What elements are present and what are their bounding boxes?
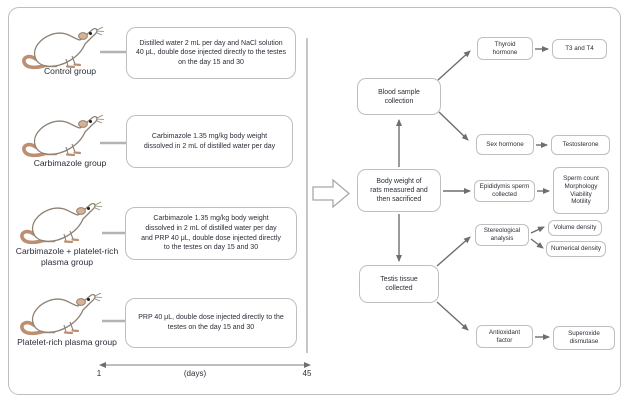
group-label-control: Control group [43, 66, 97, 76]
rat-icon [22, 113, 106, 158]
flow-box-epididymis-sperm: Epididymis sperm collected [474, 180, 535, 202]
group-connector-lines [100, 50, 127, 323]
rat-icon [22, 25, 106, 70]
arrow-testis-to-stereological [436, 236, 471, 267]
arrow-blood-to-sex [438, 111, 469, 141]
treatment-box-control: Distilled water 2 mL per day and NaCl so… [126, 27, 296, 79]
treatment-box-carbimazole-prp: Carbimazole 1.35 mg/kg body weight disso… [125, 207, 297, 260]
rat-icon [20, 291, 104, 336]
flow-box-sperm-params: Sperm count Morphology Viability Motilit… [553, 167, 609, 214]
flow-box-antioxidant: Antioxidant factor [476, 325, 533, 348]
flow-box-body-weight: Body weight of rats measured and then sa… [357, 169, 441, 212]
arrow-stereological-to-numerical [530, 238, 544, 249]
flow-box-testosterone: Testosterone [551, 135, 610, 155]
group-label-carbimazole-prp: Carbimazole + platelet-rich plasma group [15, 246, 119, 267]
flow-box-volume-density: Volume density [548, 220, 602, 236]
flow-box-t3-t4: T3 and T4 [552, 39, 607, 59]
rat-icon [20, 200, 104, 245]
group-label-prp: Platelet-rich plasma group [17, 337, 117, 347]
arrow-stereological-to-volume [530, 226, 545, 234]
flow-box-numerical-density: Numerical density [546, 241, 606, 257]
timeline-end-label: 45 [302, 369, 312, 378]
flow-box-thyroid-hormone: Thyroid hormone [477, 37, 533, 60]
group-label-carbimazole: Carbimazole group [33, 158, 107, 168]
treatment-box-prp: PRP 40 μL, double dose injected directly… [125, 298, 297, 348]
flow-box-superoxide: Superoxide dismutase [553, 326, 615, 350]
flowchart-arrows [396, 46, 550, 340]
timeline-axis-label: (days) [183, 369, 207, 378]
flow-box-blood-sample: Blood sample collection [357, 78, 441, 115]
treatment-box-carbimazole: Carbimazole 1.35 mg/kg body weight disso… [126, 115, 293, 168]
flow-box-sex-hormone: Sex hormone [476, 134, 534, 155]
flow-box-stereological: Stereological analysis [475, 224, 529, 246]
arrow-testis-to-antioxidant [436, 301, 469, 331]
transition-arrow-icon [312, 178, 351, 209]
flow-box-testis-tissue: Testis tissue collected [359, 265, 439, 303]
timeline-start-label: 1 [96, 369, 102, 378]
arrow-blood-to-thyroid [437, 50, 471, 81]
